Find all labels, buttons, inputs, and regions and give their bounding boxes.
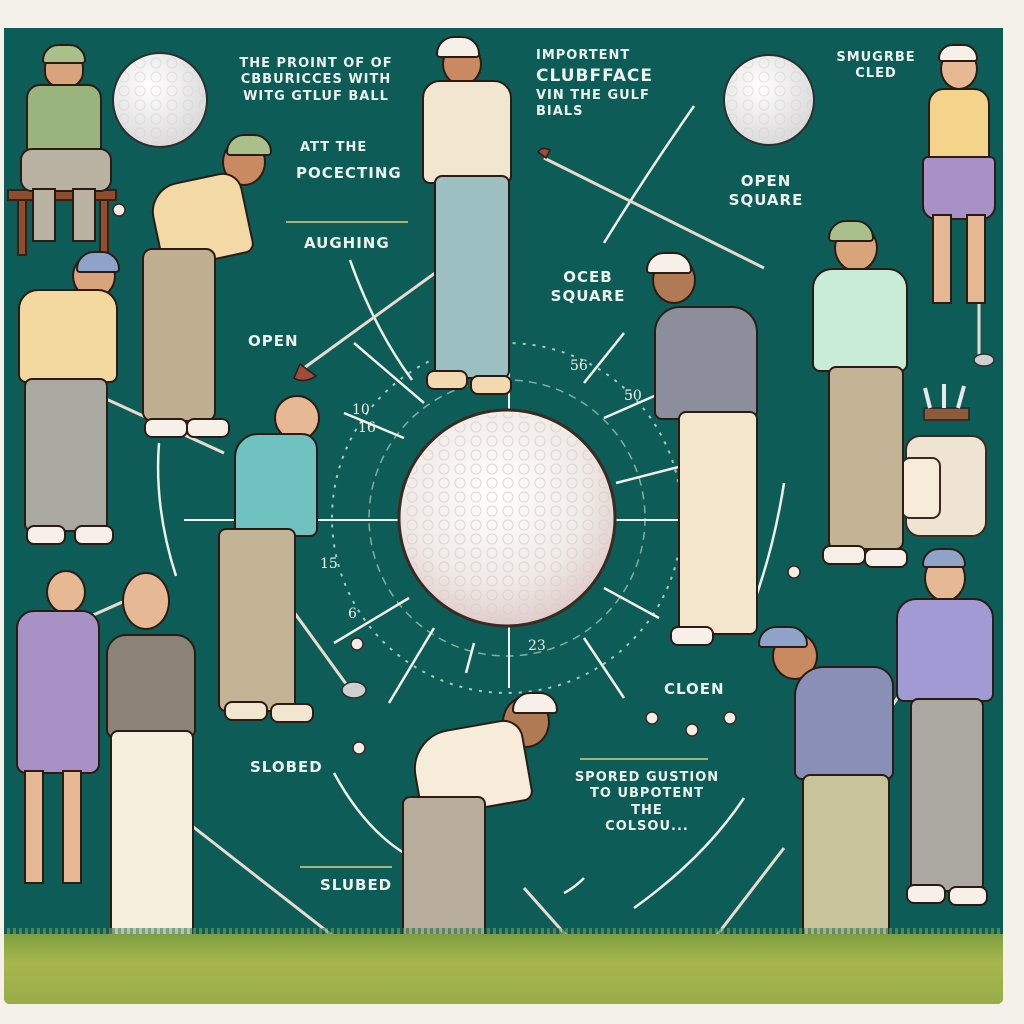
infographic-panel: The proint of of Cbburicces with witg Gt… [4,28,1003,1004]
golfer-mid-left-swing [214,393,334,723]
seated-golfer [12,44,112,242]
golfer-left-edge [14,251,124,548]
female-golfers-bottom-left [10,570,250,1000]
label-oceb-square: Oceb square [550,268,626,305]
label-open-left: Open [248,332,299,350]
golfer-top-center-backswing [414,36,524,400]
top-right-caption: Smugrbe cled [836,50,916,82]
top-center-caption-large: Clubfface [536,66,653,86]
top-center-caption-small: Importent [536,48,631,63]
divider-rule-right [580,758,708,760]
dial-number-23: 23 [528,638,546,654]
dial-number-6: 6 [348,606,357,622]
dial-number-50: 50 [624,388,642,404]
dial-number-10: 10 [352,402,370,418]
top-left-caption: The proint of of Cbburicces with witg Gt… [239,56,393,104]
dial-number-15: 15 [320,556,338,572]
golfer-far-right-standing [892,548,998,908]
female-golfer-top-right [918,44,998,324]
golfer-addressing-ball-left [134,134,284,448]
label-pocecting: Pocecting [296,164,402,182]
label-open-square: Open square [728,172,804,209]
label-aughing: Aughing [304,234,390,252]
bottom-right-caption: Spored gustion to ubpotent the colsou... [574,770,720,834]
divider-rule-bottom [300,866,392,868]
golfer-right-gloving [804,220,914,570]
illustration-layer [7,52,995,995]
label-slobed: Slobed [250,758,323,776]
dial-number-56: 56 [570,358,588,374]
grass-strip [4,934,1003,1004]
divider-rule [286,221,408,223]
top-center-caption-rest: vin the gulf bials [536,88,650,120]
label-cloen: Cloen [664,680,725,698]
label-at-the: Att the [300,140,368,155]
label-slubed: Slubed [320,876,393,894]
golfer-right-backswing [634,252,774,646]
dial-number-16: 16 [358,420,376,436]
